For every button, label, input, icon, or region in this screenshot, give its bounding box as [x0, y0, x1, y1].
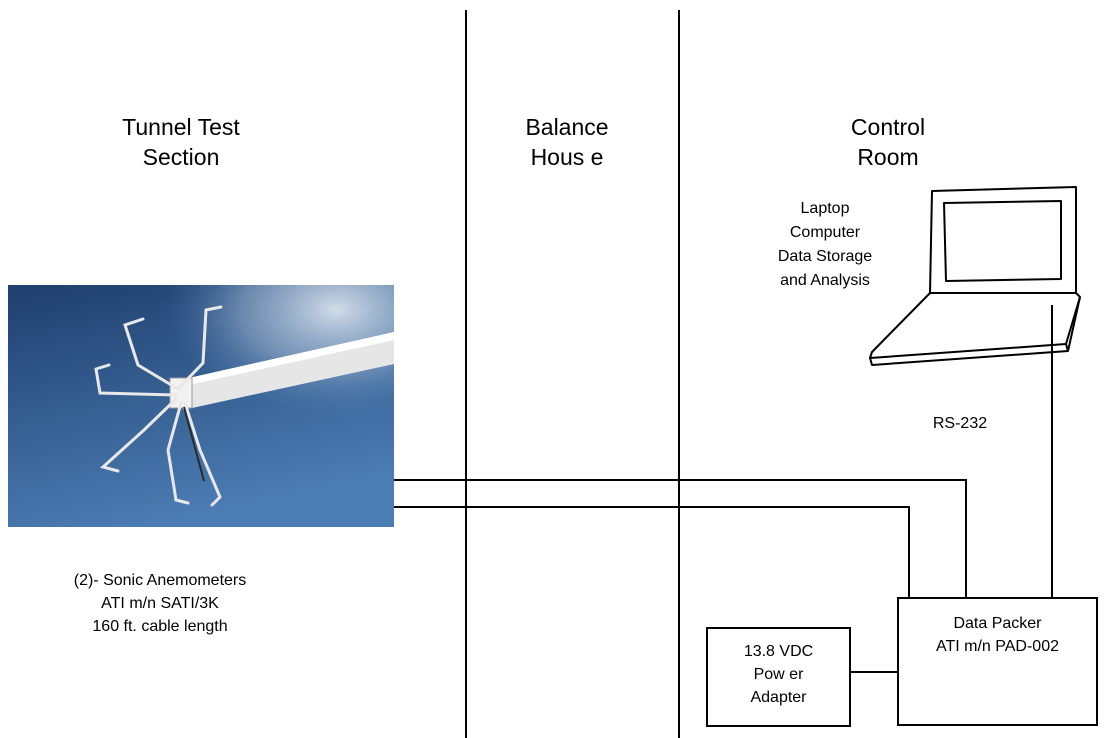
power-adapter-line-2: Pow er: [753, 666, 804, 683]
power-adapter-box: [706, 627, 851, 727]
laptop-label-line-2: Computer: [789, 224, 861, 241]
power-adapter-line-3: Adapter: [750, 689, 807, 706]
balance-title-line-2: Hous e: [530, 144, 604, 170]
sensor-label-line-2: ATI m/n SATI/3K: [101, 595, 219, 612]
sensor-label-line-1: (2)- Sonic Anemometers: [73, 572, 247, 589]
data-packer-box: [897, 597, 1098, 726]
data-packer-label: Data Packer ATI m/n PAD-002: [898, 612, 1097, 658]
rs232-label: RS-232: [932, 415, 988, 432]
sensor-label-line-3: 160 ft. cable length: [92, 618, 228, 635]
tunnel-title-line-1: Tunnel Test: [122, 114, 240, 140]
sonic-anemometers-label: (2)- Sonic Anemometers ATI m/n SATI/3K 1…: [40, 569, 280, 638]
power-adapter-line-1: 13.8 VDC: [743, 643, 814, 660]
balance-house-label: Balance Hous e: [504, 112, 630, 172]
laptop-label-line-4: and Analysis: [780, 272, 870, 289]
tunnel-title-line-2: Section: [142, 144, 220, 170]
laptop-computer-label: Laptop Computer Data Storage and Analysi…: [755, 197, 895, 293]
sonic-anemometer-photo: [8, 285, 394, 527]
tunnel-test-section-label: Tunnel Test Section: [108, 112, 254, 172]
data-packer-line-1: Data Packer: [953, 615, 1042, 632]
laptop-icon: [869, 186, 1081, 366]
laptop-label-line-3: Data Storage: [777, 248, 873, 265]
control-title-line-1: Control: [850, 114, 926, 140]
laptop-label-line-1: Laptop: [800, 200, 850, 217]
control-title-line-2: Room: [857, 144, 919, 170]
cable-connections: [394, 305, 1053, 673]
control-room-label: Control Room: [826, 112, 950, 172]
power-adapter-label: 13.8 VDC Pow er Adapter: [707, 640, 850, 709]
data-packer-line-2: ATI m/n PAD-002: [936, 638, 1059, 655]
balance-title-line-1: Balance: [525, 114, 609, 140]
